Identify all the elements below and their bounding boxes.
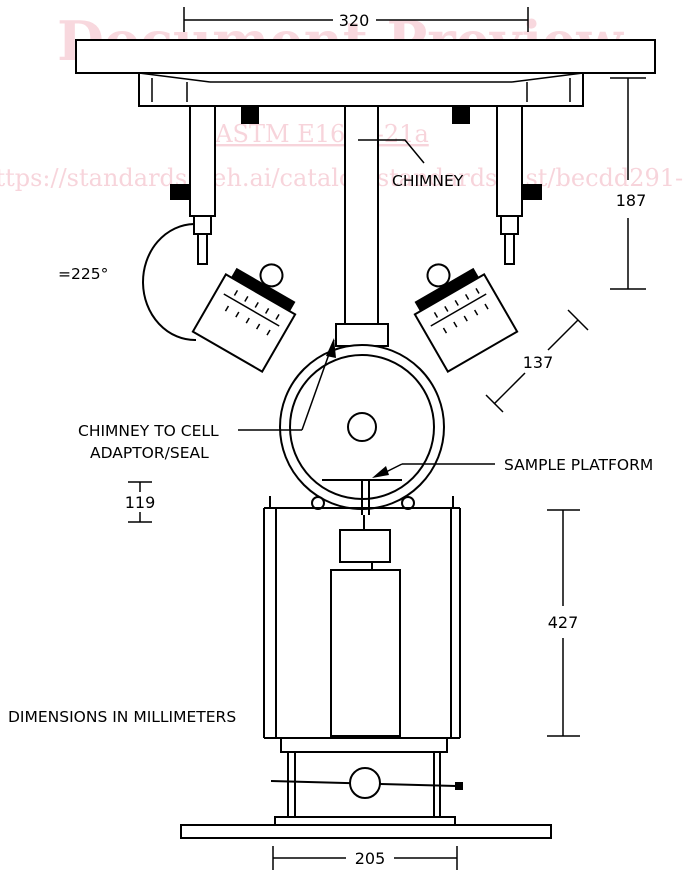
watermark-standard: ASTM E1678-21a bbox=[214, 120, 429, 148]
chimney-adaptor-label-line2: ADAPTOR/SEAL bbox=[90, 444, 209, 462]
dimension-base-width-value: 205 bbox=[355, 849, 386, 868]
dimension-base-height-value: 427 bbox=[548, 613, 579, 632]
right-lamp bbox=[413, 263, 519, 373]
chimney bbox=[335, 105, 389, 347]
chimney-adaptor-label-line1: CHIMNEY TO CELL bbox=[78, 422, 219, 440]
dimension-lamp-size: 137 bbox=[485, 309, 589, 413]
dimension-base-height: 427 bbox=[547, 509, 580, 737]
callouts: CHIMNEY CHIMNEY TO CELL ADAPTOR/SEAL SAM… bbox=[8, 139, 653, 726]
dimension-small-gap: 119 bbox=[125, 481, 156, 523]
dimension-base-width: 205 bbox=[272, 846, 458, 870]
dimension-lamp-size-value: 137 bbox=[523, 353, 554, 372]
dimension-top-width: 320 bbox=[183, 7, 529, 32]
sample-platform-label: SAMPLE PLATFORM bbox=[504, 456, 653, 474]
units-note: DIMENSIONS IN MILLIMETERS bbox=[8, 708, 236, 726]
cell bbox=[279, 344, 445, 515]
left-lamp bbox=[191, 263, 297, 373]
base-housing bbox=[180, 496, 552, 839]
chimney-label: CHIMNEY bbox=[392, 172, 464, 190]
angle-label: =225° bbox=[58, 265, 108, 283]
dimension-small-gap-value: 119 bbox=[125, 493, 156, 512]
dimension-top-width-value: 320 bbox=[339, 11, 370, 30]
dimension-lamp-drop-value: 187 bbox=[616, 191, 647, 210]
dimension-lamp-drop: 187 bbox=[610, 77, 647, 290]
left-lamp-support bbox=[170, 105, 216, 265]
watermark-url: https://standards.iteh.ai/catalog/standa… bbox=[0, 164, 686, 192]
right-lamp-support bbox=[496, 105, 542, 265]
angle-arc bbox=[142, 223, 197, 342]
